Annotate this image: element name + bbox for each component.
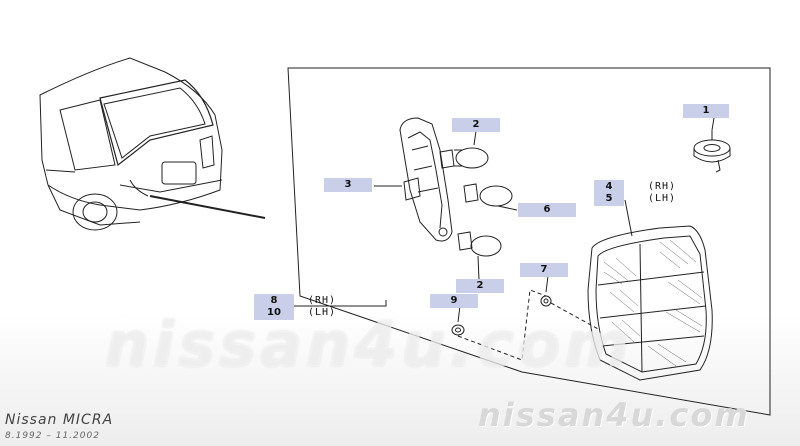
bulb-middle xyxy=(463,183,513,207)
side-label-rh-lower: (RH) xyxy=(308,295,337,306)
socket-assembly xyxy=(399,117,453,242)
callout-7: 7 xyxy=(520,263,568,277)
callout-3: 3 xyxy=(324,178,372,192)
watermark-center: nissan4u.com xyxy=(105,308,633,381)
assembly-lines xyxy=(457,289,601,361)
tail-lamp-housing xyxy=(587,225,713,381)
grommet xyxy=(540,295,552,307)
tape-roll xyxy=(693,130,731,173)
callout-2-upper: 2 xyxy=(452,118,500,132)
callout-1: 1 xyxy=(683,104,729,118)
callout-2-lower: 2 xyxy=(456,279,504,293)
callout-5: 5 xyxy=(594,192,624,206)
side-label-lh-upper: (LH) xyxy=(648,193,677,204)
model-years: 8.1992 – 11.2002 xyxy=(5,431,100,441)
bulb-lower xyxy=(457,231,502,257)
leader-lines xyxy=(294,117,715,323)
model-name: Nissan MICRA xyxy=(5,412,114,428)
callout-8: 8 xyxy=(254,294,294,308)
lens-texture xyxy=(603,239,703,367)
callout-4: 4 xyxy=(594,180,624,194)
callout-6: 6 xyxy=(518,203,576,217)
callout-9: 9 xyxy=(430,294,478,308)
parts-frame xyxy=(287,67,771,416)
watermark-bottom: nissan4u.com xyxy=(478,396,750,434)
side-label-lh-lower: (LH) xyxy=(308,307,337,318)
side-label-rh-upper: (RH) xyxy=(648,181,677,192)
bulb-upper xyxy=(439,147,489,169)
car-rear-sketch xyxy=(39,57,266,231)
callout-10: 10 xyxy=(254,306,294,320)
nut xyxy=(451,324,465,336)
